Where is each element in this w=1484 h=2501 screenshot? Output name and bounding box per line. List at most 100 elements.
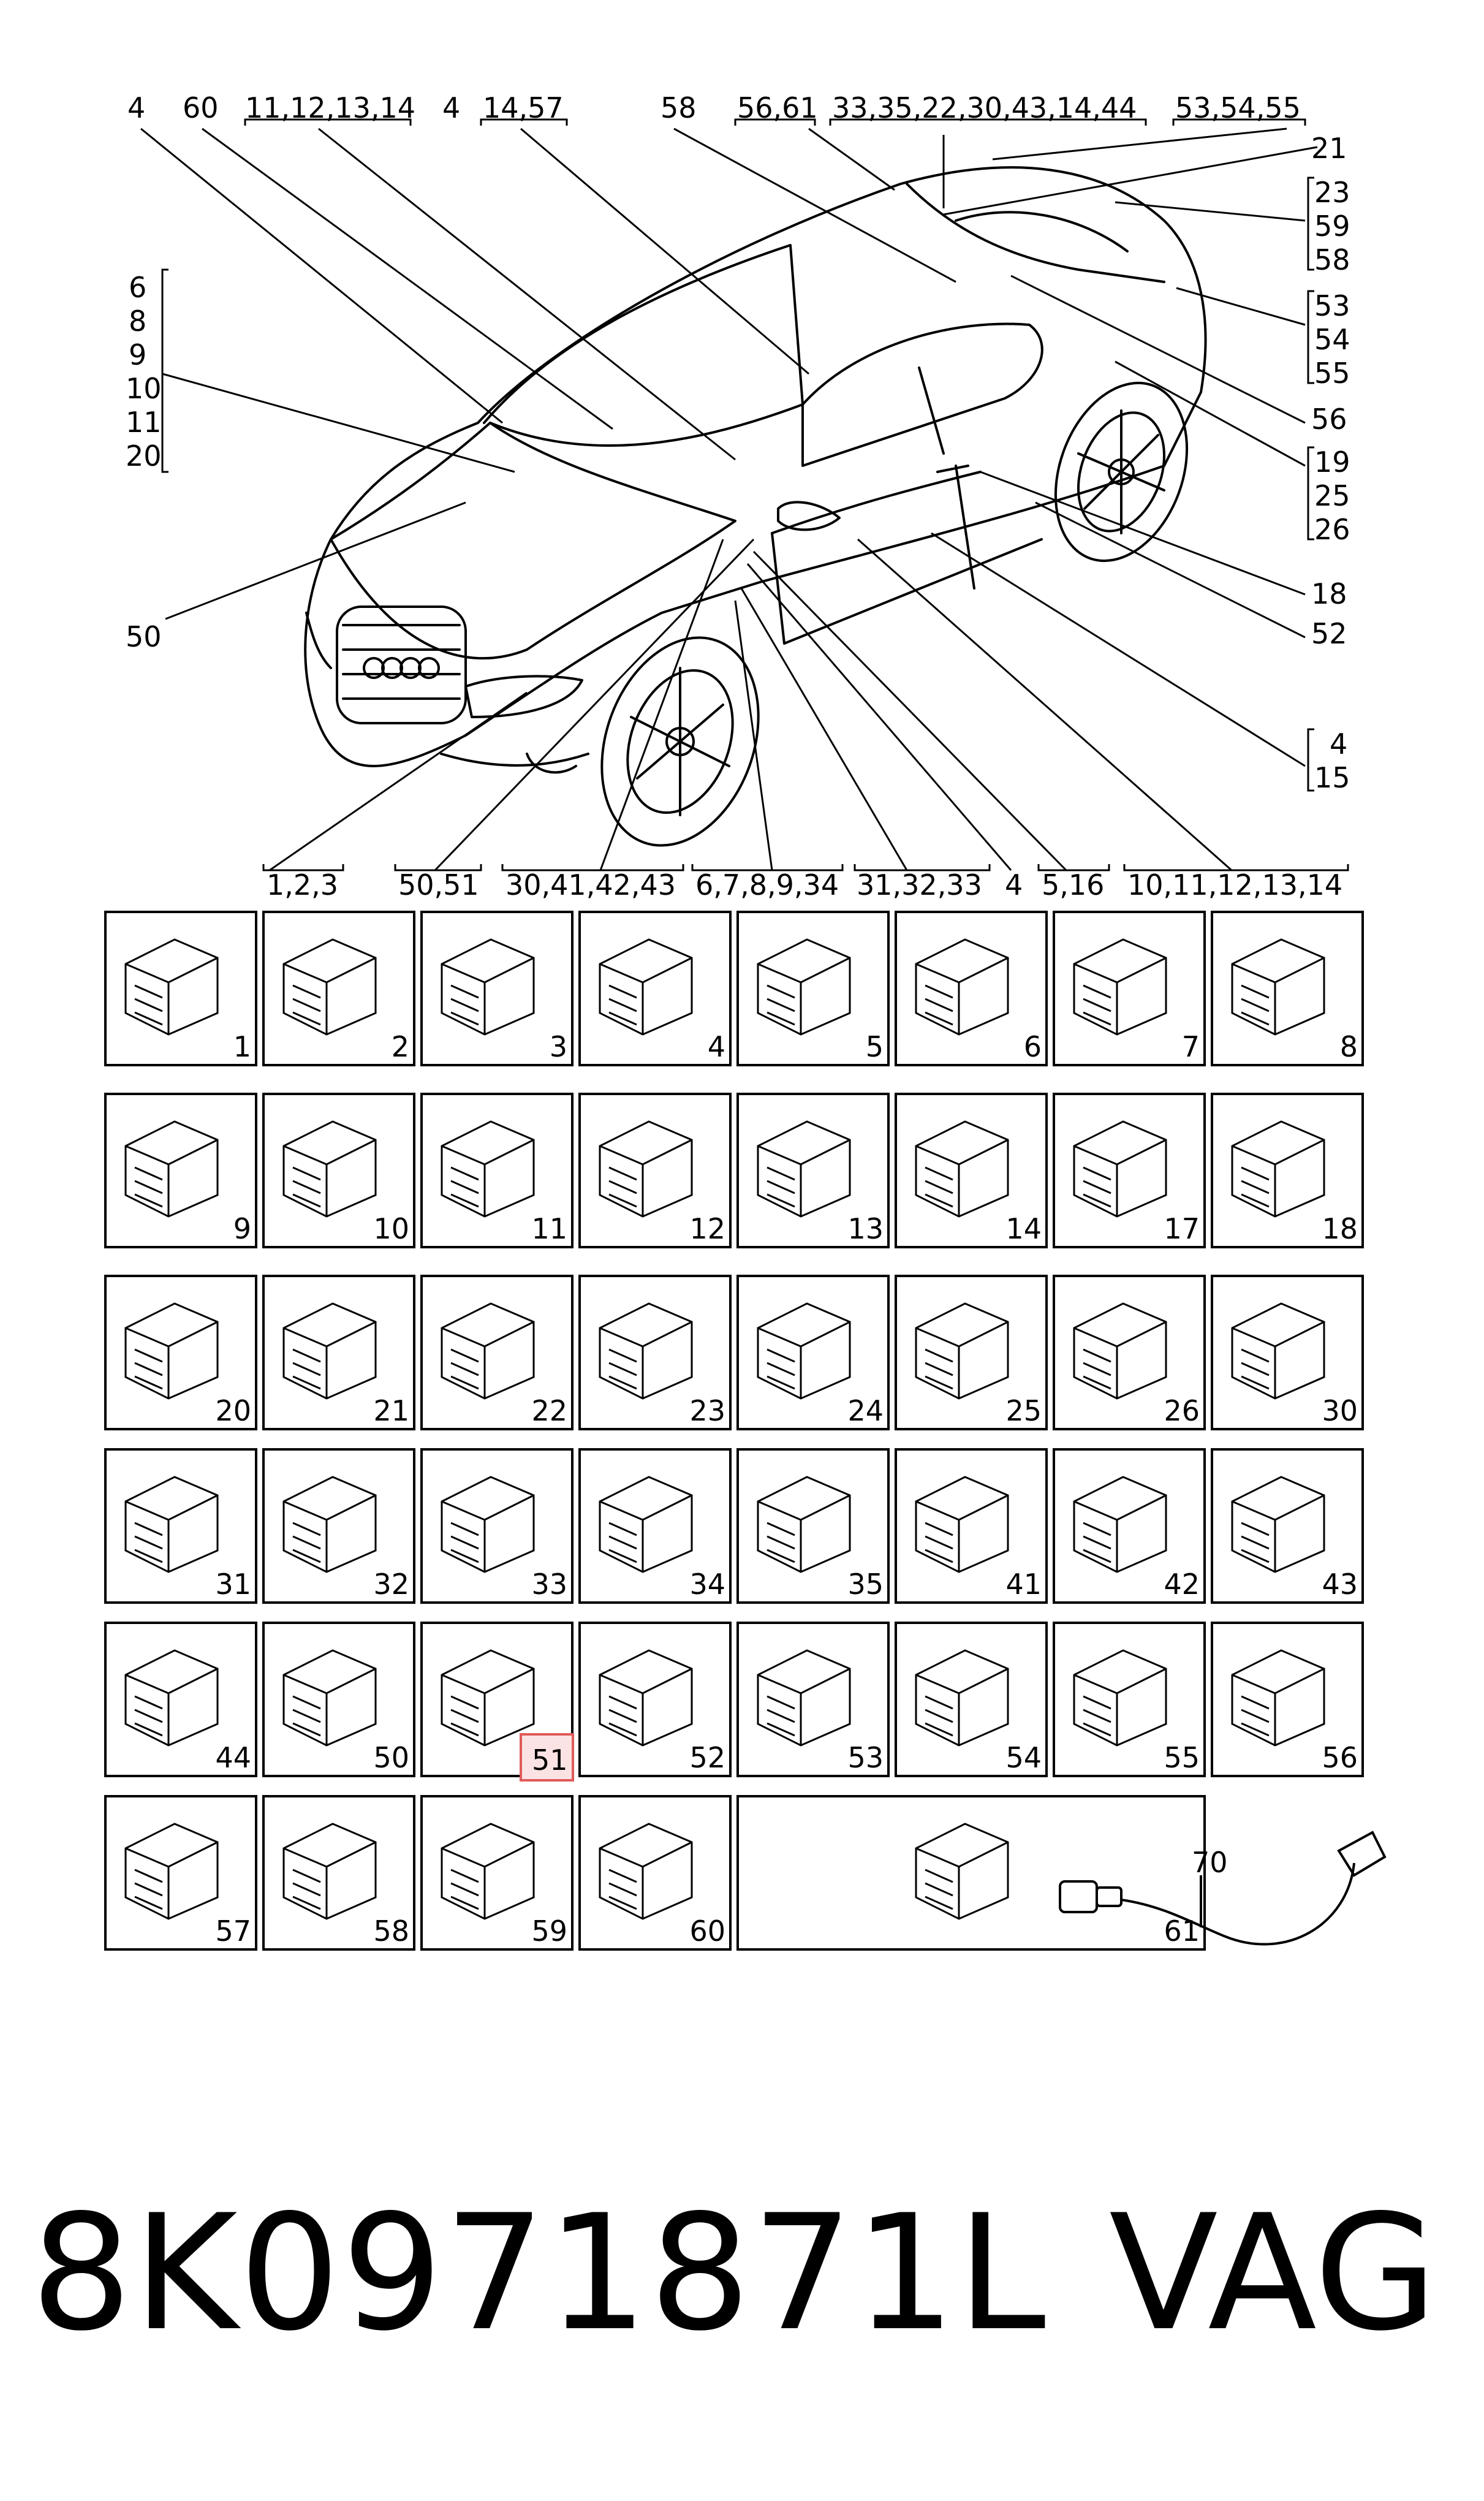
part-number: 8K0971871L	[31, 2181, 1047, 2366]
part-cell-5: 5	[736, 911, 890, 1066]
connector-sketch	[1231, 1302, 1325, 1400]
connector-sketch	[124, 1649, 219, 1747]
callout-right-15: 15	[1314, 761, 1350, 794]
part-cell-frame	[578, 911, 732, 1066]
part-cell-number: 18	[1322, 1212, 1358, 1245]
part-cell-12: 12	[578, 1093, 732, 1248]
part-cell-number: 17	[1164, 1212, 1200, 1245]
part-cell-frame	[1211, 911, 1364, 1066]
callout-right-52: 52	[1311, 617, 1347, 650]
part-cell-frame	[420, 1622, 574, 1777]
callout-top-9: 53,54,55	[1175, 91, 1301, 124]
connector-sketch	[757, 1302, 851, 1400]
callout-bottom-1: 1,2,3	[267, 868, 338, 901]
part-cell-number: 26	[1164, 1394, 1200, 1427]
brand-label: VAG	[1109, 2181, 1437, 2366]
part-cell-number: 8	[1340, 1030, 1358, 1063]
part-cell-number: 22	[531, 1394, 567, 1427]
connector-sketch	[282, 1649, 377, 1747]
part-cell-frame	[895, 1622, 1048, 1777]
part-cell-frame	[1211, 1093, 1364, 1248]
part-cell-frame	[420, 1093, 574, 1248]
part-cell-7: 7	[1053, 911, 1206, 1066]
callout-bottom-2: 50,51	[398, 868, 479, 901]
part-cell-4: 4	[578, 911, 732, 1066]
part-cell-61: 61	[736, 1795, 1206, 1951]
connector-sketch	[915, 1823, 1009, 1920]
part-cell-frame	[1211, 1275, 1364, 1430]
callout-bottom-5: 31,32,33	[857, 868, 982, 901]
part-cell-34: 34	[578, 1448, 732, 1604]
callout-left-10: 10	[126, 372, 162, 405]
part-cell-frame	[578, 1093, 732, 1248]
callout-left-6: 6	[129, 271, 146, 304]
part-cell-number: 50	[373, 1741, 409, 1774]
part-cell-41: 41	[895, 1448, 1048, 1604]
part-cell-number: 32	[373, 1568, 409, 1601]
part-cell-number: 44	[215, 1741, 251, 1774]
part-cell-frame	[420, 1795, 574, 1951]
part-cell-frame	[578, 1275, 732, 1430]
part-cell-33: 33	[420, 1448, 574, 1604]
callout-right-53: 53	[1314, 289, 1350, 322]
part-cell-number: 10	[373, 1212, 409, 1245]
part-cell-8: 8	[1211, 911, 1364, 1066]
part-cell-9: 9	[104, 1093, 257, 1248]
part-cell-20: 20	[104, 1275, 257, 1430]
callout-left-9: 9	[129, 338, 146, 371]
part-cell-50: 50	[262, 1622, 415, 1777]
part-cell-number: 58	[373, 1915, 409, 1948]
part-cell-number: 3	[550, 1030, 567, 1063]
callout-bottom-3: 30,41,42,43	[505, 868, 676, 901]
part-cell-31: 31	[104, 1448, 257, 1604]
connector-sketch	[124, 938, 219, 1036]
part-cell-number: 9	[233, 1212, 251, 1245]
part-cell-3: 3	[420, 911, 574, 1066]
part-cell-23: 23	[578, 1275, 732, 1430]
part-cell-number: 31	[215, 1568, 251, 1601]
part-cell-frame	[262, 1622, 415, 1777]
callout-brackets	[161, 118, 1349, 871]
connector-sketch	[599, 938, 693, 1036]
part-cell-number: 6	[1024, 1030, 1042, 1063]
part-cell-50: 50	[420, 1622, 574, 1777]
cable-70-label: 70	[1192, 1846, 1228, 1879]
part-cell-43: 43	[1211, 1448, 1364, 1604]
connector-sketch	[599, 1649, 693, 1747]
part-cell-frame	[578, 1448, 732, 1604]
part-cell-17: 17	[1053, 1093, 1206, 1248]
part-cell-number: 7	[1182, 1030, 1200, 1063]
part-cell-13: 13	[736, 1093, 890, 1248]
part-cell-frame	[1053, 1093, 1206, 1248]
callout-right-55: 55	[1314, 357, 1350, 390]
part-cell-52: 52	[578, 1622, 732, 1777]
part-cell-32: 32	[262, 1448, 415, 1604]
connector-sketch	[124, 1120, 219, 1218]
part-cell-60: 60	[578, 1795, 732, 1951]
part-cell-frame	[578, 1795, 732, 1951]
part-cell-number: 43	[1322, 1568, 1358, 1601]
part-cell-26: 26	[1053, 1275, 1206, 1430]
callout-right-59: 59	[1314, 210, 1350, 243]
callout-right-4: 4	[1330, 727, 1347, 761]
part-cell-number: 1	[233, 1030, 251, 1063]
connector-sketch	[124, 1823, 219, 1920]
connector-sketch	[441, 1823, 535, 1920]
part-cell-number: 60	[689, 1915, 725, 1948]
callout-bottom-6: 4	[1005, 868, 1023, 901]
car-illustration	[304, 166, 1207, 847]
connector-sketch	[441, 1649, 535, 1747]
part-cell-frame	[1053, 1622, 1206, 1777]
part-cell-30: 30	[1211, 1275, 1364, 1430]
connector-sketch	[757, 1120, 851, 1218]
part-cell-frame	[1053, 1275, 1206, 1430]
part-cell-number: 30	[1322, 1394, 1358, 1427]
part-cell-35: 35	[736, 1448, 890, 1604]
connector-sketch	[915, 1476, 1009, 1573]
part-cell-frame	[104, 1622, 257, 1777]
callout-bottom-7: 5,16	[1042, 868, 1104, 901]
part-cell-frame	[1211, 1448, 1364, 1604]
callout-top-8: 33,35,22,30,43,14,44	[832, 91, 1137, 124]
